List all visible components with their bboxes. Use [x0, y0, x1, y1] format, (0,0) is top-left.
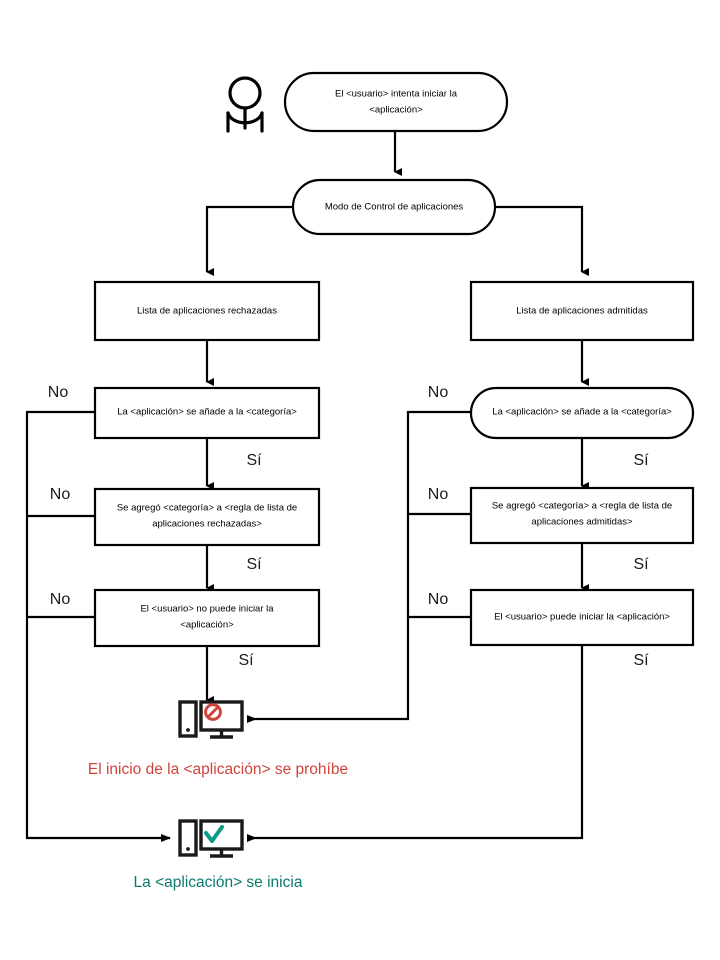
node-right-category-label: La <aplicación> se añade a la <categoría…	[492, 407, 672, 418]
node-start-line2: <aplicación>	[369, 105, 423, 116]
node-right-result[interactable]: El <usuario> puede iniciar la <aplicació…	[469, 588, 695, 647]
edge-mode-to-denied-list	[205, 205, 295, 276]
label-right-result-no: No	[428, 591, 449, 608]
rail-right-no	[247, 410, 472, 723]
edge-mode-to-allowed-list	[495, 205, 589, 276]
node-start-line1: El <usuario> intenta iniciar la	[335, 89, 458, 100]
node-left-result-line2: <aplicación>	[180, 620, 234, 631]
node-right-rule-line1: Se agregó <categoría> a <regla de lista …	[492, 501, 672, 512]
label-right-cat-si: Sí	[633, 452, 649, 469]
node-start[interactable]: El <usuario> intenta iniciar la <aplicac…	[283, 71, 509, 133]
node-mode-label: Modo de Control de aplicaciones	[325, 202, 464, 213]
label-left-rule-si: Sí	[246, 556, 262, 573]
label-left-cat-no: No	[48, 384, 69, 401]
label-left-result-si: Sí	[238, 652, 254, 669]
node-left-rule-line2: aplicaciones rechazadas>	[152, 519, 262, 530]
node-left-rule-line1: Se agregó <categoría> a <regla de lista …	[117, 503, 297, 514]
outcome-blocked-label: El inicio de la <aplicación> se prohíbe	[88, 761, 348, 778]
node-left-result[interactable]: El <usuario> no puede iniciar la <aplica…	[93, 588, 321, 648]
node-denied-list[interactable]: Lista de aplicaciones rechazadas	[93, 280, 321, 342]
node-left-rule[interactable]: Se agregó <categoría> a <regla de lista …	[93, 487, 321, 547]
label-right-cat-no: No	[428, 384, 449, 401]
label-right-result-si: Sí	[633, 652, 649, 669]
node-left-category[interactable]: La <aplicación> se añade a la <categoría…	[93, 386, 321, 440]
node-right-rule-line2: aplicaciones admitidas>	[531, 517, 633, 528]
label-right-rule-no: No	[428, 486, 449, 503]
label-left-result-no: No	[50, 591, 71, 608]
label-right-rule-si: Sí	[633, 556, 649, 573]
node-right-category[interactable]: La <aplicación> se añade a la <categoría…	[469, 386, 695, 440]
computer-allowed-icon	[178, 819, 244, 858]
label-left-rule-no: No	[50, 486, 71, 503]
node-allowed-list-label: Lista de aplicaciones admitidas	[516, 306, 648, 317]
outcome-allowed-label: La <aplicación> se inicia	[134, 874, 303, 891]
node-denied-list-label: Lista de aplicaciones rechazadas	[137, 306, 277, 317]
person-icon	[226, 76, 264, 133]
rail-right-si	[247, 645, 584, 842]
node-right-rule[interactable]: Se agregó <categoría> a <regla de lista …	[469, 486, 695, 545]
node-left-result-line1: El <usuario> no puede iniciar la	[140, 604, 274, 615]
node-left-category-label: La <aplicación> se añade a la <categoría…	[117, 407, 297, 418]
node-allowed-list[interactable]: Lista de aplicaciones admitidas	[469, 280, 695, 342]
node-mode[interactable]: Modo de Control de aplicaciones	[291, 178, 497, 236]
node-right-result-label: El <usuario> puede iniciar la <aplicació…	[494, 612, 670, 623]
label-left-cat-si: Sí	[246, 452, 262, 469]
computer-blocked-icon	[178, 700, 244, 739]
